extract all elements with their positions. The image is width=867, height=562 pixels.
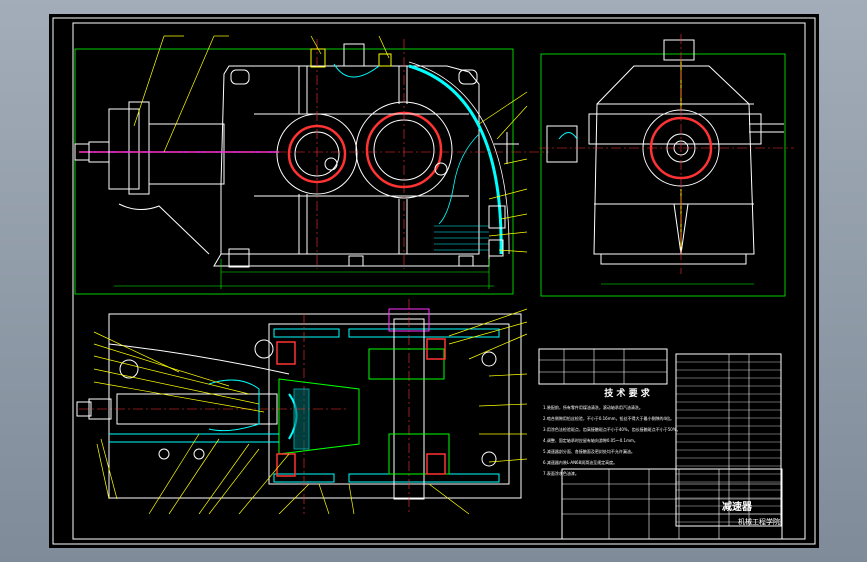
technical-requirements-block: 技 术 要 求 1.装配前，所有零件用煤油清洗，滚动轴承用汽油清洗。 2.啮合侧隙… [538, 348, 681, 476]
tech-requirement-line: 4.调整、固定轴承时应留有轴向游隙0.05～0.1mm。 [543, 437, 638, 443]
tech-requirement-line: 3.用涂色法检验斑点，齿高接触斑点不小于40%，齿长接触斑点不小于50%。 [543, 426, 681, 432]
drawing-name: 减速器 [722, 500, 753, 513]
tech-requirements-title: 技 术 要 求 [604, 387, 650, 399]
side-view [539, 34, 794, 297]
tech-requirement-line: 6.减速器内装L-AN68润滑油至规定高度。 [543, 459, 617, 465]
tech-requirement-line: 7.表面涂灰色油漆。 [543, 470, 579, 476]
drawing-border [52, 17, 816, 545]
tech-requirement-line: 2.啮合侧隙用铅丝检验，不小于0.16mm，铅丝不得大于最小侧隙的4倍。 [543, 415, 674, 421]
school-name: 机械工程学院 [738, 517, 780, 526]
front-view [74, 35, 549, 295]
tech-requirements-lines: 1.装配前，所有零件用煤油清洗，滚动轴承用汽油清洗。 2.啮合侧隙用铅丝检验，不小… [543, 404, 681, 476]
top-section-view [76, 299, 528, 515]
drawing-canvas[interactable]: 技 术 要 求 1.装配前，所有零件用煤油清洗，滚动轴承用汽油清洗。 2.啮合侧隙… [49, 14, 819, 548]
drawing-inner-frame [72, 22, 806, 540]
tech-requirement-line: 5.减速器剖分面、各接触面及密封处均不允许漏油。 [543, 448, 635, 454]
parts-list-table [675, 353, 782, 527]
title-block: 减速器 机械工程学院 [561, 468, 783, 540]
tech-requirement-line: 1.装配前，所有零件用煤油清洗，滚动轴承用汽油清洗。 [543, 404, 643, 410]
